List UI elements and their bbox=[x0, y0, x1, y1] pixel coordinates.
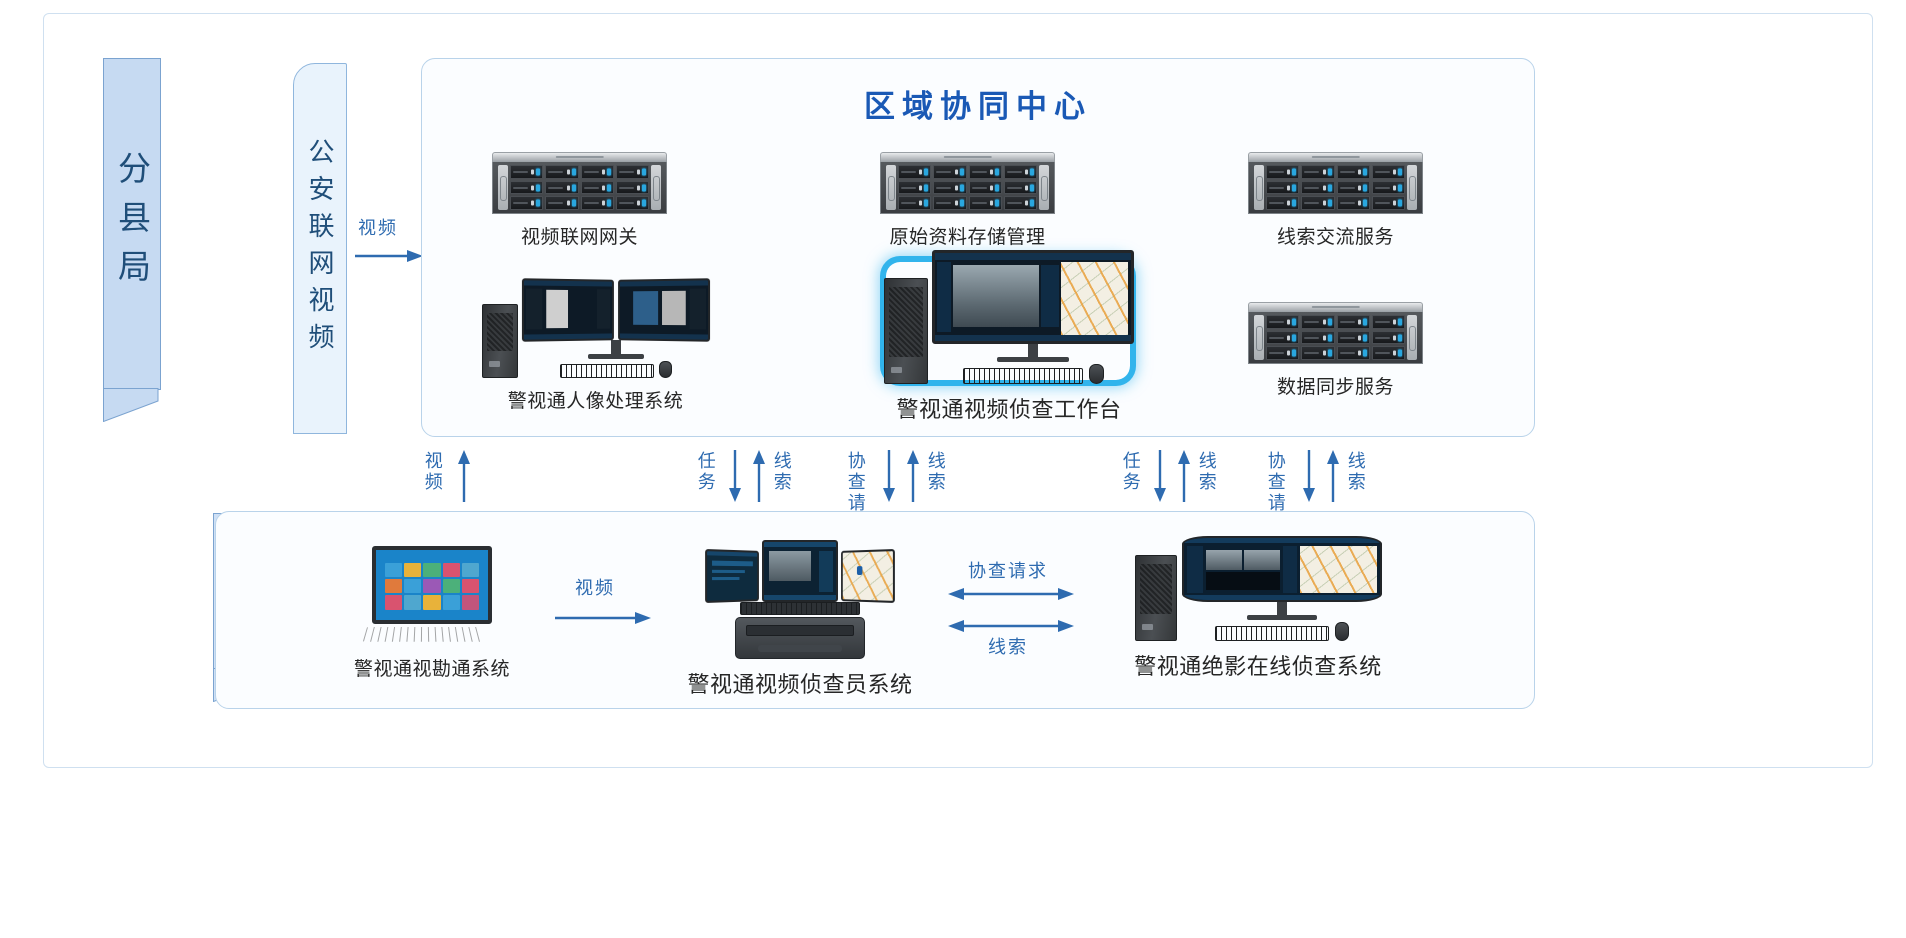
interlink-label-clue-2: 线索 bbox=[925, 451, 946, 493]
node-online-recon-system[interactable]: 警视通绝影在线侦查系统 bbox=[1118, 536, 1398, 681]
node-label: 警视通视频侦查工作台 bbox=[896, 397, 1122, 422]
workstation-icon bbox=[1134, 536, 1382, 641]
interlink-arrow-clue-up-3 bbox=[1178, 450, 1190, 502]
node-label: 原始资料存储管理 bbox=[889, 227, 1046, 248]
interlink-label-task-2: 任务 bbox=[1120, 451, 1141, 493]
workstation-icon bbox=[481, 278, 710, 378]
node-label: 警视通人像处理系统 bbox=[507, 391, 684, 412]
node-investigator-system[interactable]: 警视通视频侦查员系统 bbox=[688, 540, 912, 699]
interlink-arrow-task-down-2 bbox=[1154, 450, 1166, 502]
node-label: 线索交流服务 bbox=[1276, 227, 1394, 248]
tier-banner-police-video-network-label: 公安联网视频 bbox=[305, 137, 335, 360]
interlink-label-clue-1: 线索 bbox=[771, 451, 792, 493]
interlink-arrow-assist-down-1 bbox=[883, 450, 895, 502]
server-rack-icon bbox=[880, 152, 1055, 214]
bottom-flow-assist-arrow bbox=[948, 588, 1074, 600]
tablet-icon bbox=[362, 546, 492, 646]
interlink-arrow-clue-up-4 bbox=[1327, 450, 1339, 502]
bottom-flow-video-label: 视频 bbox=[575, 578, 615, 598]
node-label: 视频联网网关 bbox=[520, 227, 638, 248]
node-portrait-processing[interactable]: 警视通人像处理系统 bbox=[478, 278, 713, 413]
workstation-featured-icon bbox=[884, 250, 1134, 384]
interlink-arrow-clue-up-1 bbox=[753, 450, 765, 502]
interlink-arrow-video-up bbox=[458, 450, 470, 502]
bottom-flow-video-arrow bbox=[555, 612, 651, 624]
node-label: 警视通视频侦查员系统 bbox=[687, 672, 913, 697]
ingress-video-label: 视频 bbox=[358, 218, 398, 238]
server-rack-icon bbox=[1248, 302, 1423, 364]
node-label: 警视通视勘通系统 bbox=[353, 659, 510, 680]
interlink-arrow-clue-up-2 bbox=[907, 450, 919, 502]
bottom-flow-assist-label: 协查请求 bbox=[968, 561, 1048, 581]
bottom-flow-clue-label: 线索 bbox=[988, 637, 1028, 657]
server-rack-icon bbox=[492, 152, 667, 214]
node-video-investigation-desk[interactable]: 警视通视频侦查工作台 bbox=[876, 250, 1142, 424]
node-data-sync-service[interactable]: 数据同步服务 bbox=[1243, 302, 1428, 399]
rugged-portable-icon bbox=[704, 540, 896, 659]
tier-banner-police-video-network: 公安联网视频 bbox=[293, 63, 347, 434]
node-raw-data-storage[interactable]: 原始资料存储管理 bbox=[875, 152, 1060, 249]
interlink-label-video: 视频 bbox=[422, 451, 443, 493]
server-rack-icon bbox=[1248, 152, 1423, 214]
interlink-label-clue-4: 线索 bbox=[1345, 451, 1366, 493]
tier-banner-district-bureau: 分县局 bbox=[103, 58, 161, 390]
ingress-video-arrow bbox=[355, 250, 423, 262]
interlink-label-task-1: 任务 bbox=[695, 451, 716, 493]
interlink-arrow-assist-down-2 bbox=[1303, 450, 1315, 502]
node-survey-system[interactable]: 警视通视勘通系统 bbox=[352, 546, 512, 681]
interlink-label-clue-3: 线索 bbox=[1196, 451, 1217, 493]
node-clue-exchange-service[interactable]: 线索交流服务 bbox=[1243, 152, 1428, 249]
interlink-arrow-task-down-1 bbox=[729, 450, 741, 502]
bottom-flow-clue-arrow bbox=[948, 620, 1074, 632]
node-label: 警视通绝影在线侦查系统 bbox=[1134, 654, 1382, 679]
tier-banner-district-bureau-arrowtip bbox=[103, 388, 159, 422]
node-video-network-gateway[interactable]: 视频联网网关 bbox=[487, 152, 672, 249]
tier-banner-district-bureau-label: 分县局 bbox=[113, 150, 151, 298]
node-label: 数据同步服务 bbox=[1276, 377, 1394, 398]
center-panel-title: 区域协同中心 bbox=[864, 89, 1092, 124]
